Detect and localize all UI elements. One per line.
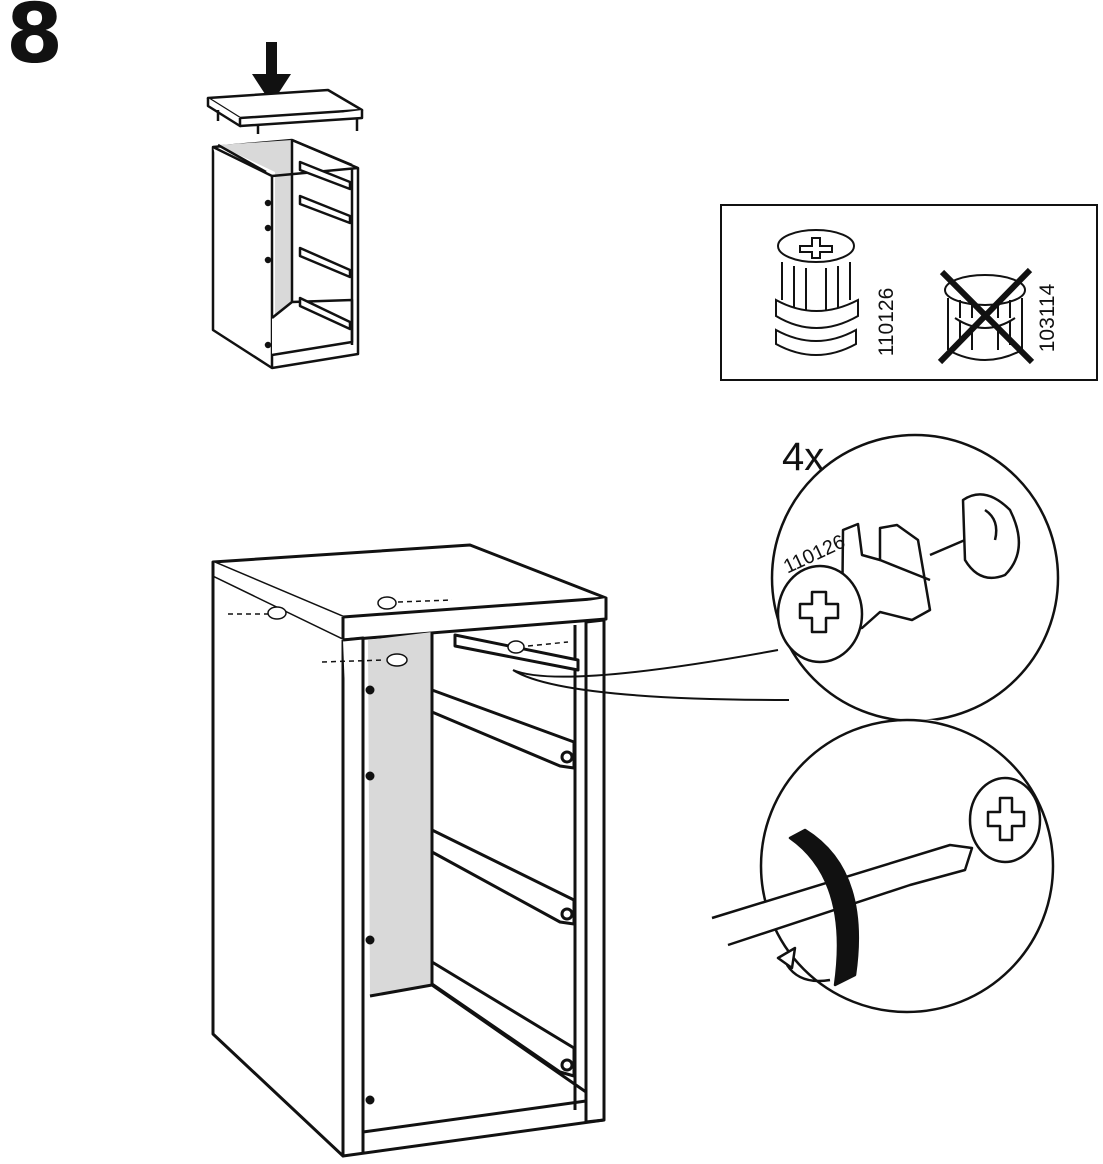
top-panel — [206, 88, 364, 134]
step-number: 8 — [6, 0, 64, 82]
cam-lock-dowel-icon — [775, 229, 859, 356]
large-cabinet-diagram — [211, 543, 608, 1158]
small-cabinet-diagram — [206, 42, 364, 370]
cam-lock-detail-circle: 110126 — [770, 433, 1060, 723]
correct-part-code: 110126 — [875, 288, 898, 357]
down-arrow-icon — [252, 42, 291, 104]
drawer-rail — [430, 633, 580, 770]
tighten-detail-circle — [711, 718, 1070, 1020]
screwdriver-turn-icon — [711, 776, 1042, 987]
wrong-part-code: 103114 — [1036, 283, 1059, 352]
cam-lock-insert-icon — [776, 493, 1021, 664]
cam-lock-position — [228, 596, 569, 667]
quantity-label: 4x — [782, 435, 825, 479]
callout-pointer — [512, 649, 790, 701]
drawer-rail — [430, 960, 576, 1078]
drawer-rail — [430, 828, 576, 926]
parts-box: 110126 103114 — [720, 204, 1098, 381]
cabinet-body — [211, 138, 360, 370]
crossed-out-cam-lock-icon — [937, 267, 1035, 365]
